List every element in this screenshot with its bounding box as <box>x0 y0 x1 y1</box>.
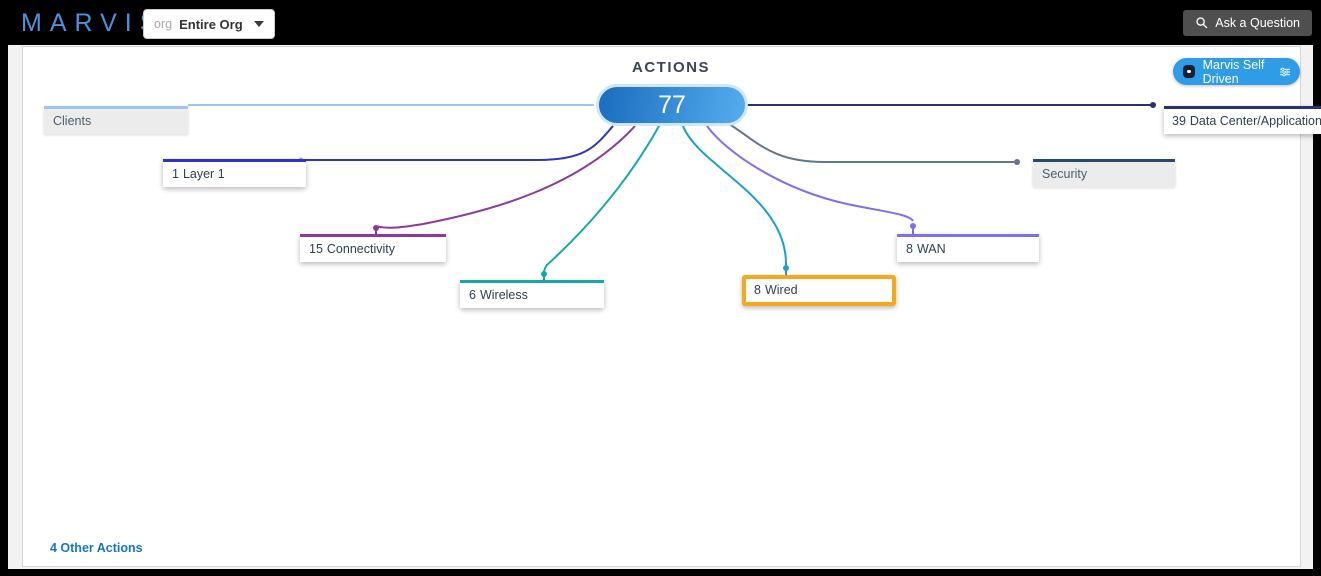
self-driven-label: Marvis Self Driven <box>1202 57 1265 86</box>
branch-name: WAN <box>916 242 946 256</box>
org-selector[interactable]: org Entire Org <box>143 9 275 39</box>
branch-count: 1 <box>172 167 179 181</box>
topbar: MARVIS org Entire Org Ask a Question <box>0 0 1321 45</box>
branch-count: 15 <box>309 242 323 256</box>
branch-name: Data Center/Application <box>1189 114 1321 128</box>
actions-title: ACTIONS <box>632 59 710 76</box>
branch-name: Wired <box>764 283 798 297</box>
org-selected-value: Entire Org <box>179 16 243 32</box>
ask-question-label: Ask a Question <box>1215 16 1300 30</box>
robot-icon <box>1183 65 1195 78</box>
branch-count: 8 <box>906 242 913 256</box>
branch-count: 39 <box>1172 114 1186 128</box>
branch-box-security[interactable]: Security <box>1033 159 1175 187</box>
chevron-down-icon <box>253 21 264 27</box>
branch-name: Security <box>1042 167 1088 181</box>
branch-name: Clients <box>53 114 92 128</box>
ask-question-button[interactable]: Ask a Question <box>1183 10 1312 36</box>
search-icon <box>1196 17 1208 29</box>
branch-count: 6 <box>469 288 476 302</box>
branch-name: Connectivity <box>326 242 395 256</box>
org-scope-label: org <box>154 17 173 31</box>
sliders-icon <box>1279 67 1290 76</box>
branch-count: 8 <box>754 283 761 297</box>
marvis-self-driven-toggle[interactable]: Marvis Self Driven <box>1173 57 1300 86</box>
marvis-logo: MARVIS <box>21 9 165 37</box>
branch-box-clients[interactable]: Clients <box>44 106 188 134</box>
branch-name: Wireless <box>479 288 528 302</box>
other-actions-link[interactable]: 4 Other Actions <box>50 541 143 555</box>
branch-name: Layer 1 <box>182 167 225 181</box>
total-actions-node[interactable]: 77 <box>596 84 748 126</box>
